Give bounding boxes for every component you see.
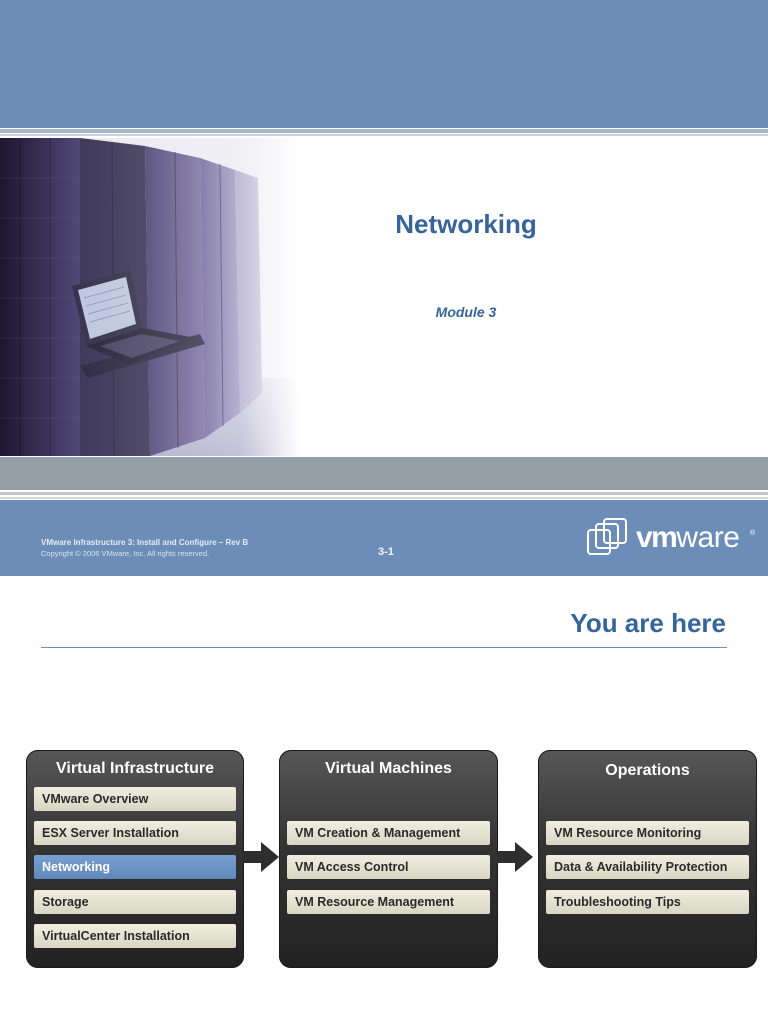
list-item-active[interactable]: Networking	[34, 855, 236, 879]
arrow-right-icon	[497, 842, 533, 872]
list-item[interactable]: VM Resource Monitoring	[546, 821, 749, 845]
footer-band	[0, 500, 768, 576]
list-item[interactable]: Troubleshooting Tips	[546, 890, 749, 914]
wordmark-ware: ware	[676, 521, 740, 554]
header-divider	[0, 129, 768, 133]
slide-subtitle: Module 3	[435, 304, 497, 320]
list-item[interactable]: ESX Server Installation	[34, 821, 236, 845]
footer-copyright: Copyright © 2006 VMware, Inc. All rights…	[41, 549, 210, 558]
arrow-right-icon	[243, 842, 279, 872]
datacenter-photo	[0, 138, 300, 456]
slide-title: Networking	[395, 209, 537, 239]
title-slide: Networking Module 3 VMware Infrastructur…	[0, 0, 768, 576]
header-divider-thin	[0, 134, 768, 136]
registered-mark: ®	[750, 530, 756, 537]
list-item[interactable]: VM Creation & Management	[287, 821, 490, 845]
list-item[interactable]: VM Resource Management	[287, 890, 490, 914]
vmware-logo-icon	[587, 518, 627, 555]
panel-heading: Virtual Infrastructure	[56, 760, 214, 777]
panel-heading: Operations	[605, 762, 690, 779]
roadmap-slide: You are here Virtual Infrastructure VMwa…	[0, 576, 768, 1024]
list-item[interactable]: VMware Overview	[34, 787, 236, 811]
panel-virtual-infrastructure: Virtual Infrastructure VMware Overview E…	[26, 750, 244, 968]
gray-band	[0, 457, 768, 490]
vmware-wordmark: vmware	[636, 518, 740, 558]
page-number: 3-1	[378, 546, 394, 558]
gray-divider	[0, 492, 768, 495]
header-band	[0, 0, 768, 128]
list-item[interactable]: Storage	[34, 890, 236, 914]
panel-virtual-machines: Virtual Machines VM Creation & Managemen…	[279, 750, 498, 968]
panel-heading: Virtual Machines	[325, 760, 452, 777]
list-item[interactable]: VM Access Control	[287, 855, 490, 879]
wordmark-vm: vm	[636, 521, 678, 554]
panel-operations: Operations VM Resource Monitoring Data &…	[538, 750, 757, 968]
footer-course: VMware Infrastructure 3: Install and Con…	[41, 538, 249, 547]
title-rule	[41, 647, 727, 648]
list-item[interactable]: VirtualCenter Installation	[34, 924, 236, 948]
list-item[interactable]: Data & Availability Protection	[546, 855, 749, 879]
gray-divider-thin	[0, 497, 768, 499]
roadmap-title: You are here	[570, 608, 726, 638]
